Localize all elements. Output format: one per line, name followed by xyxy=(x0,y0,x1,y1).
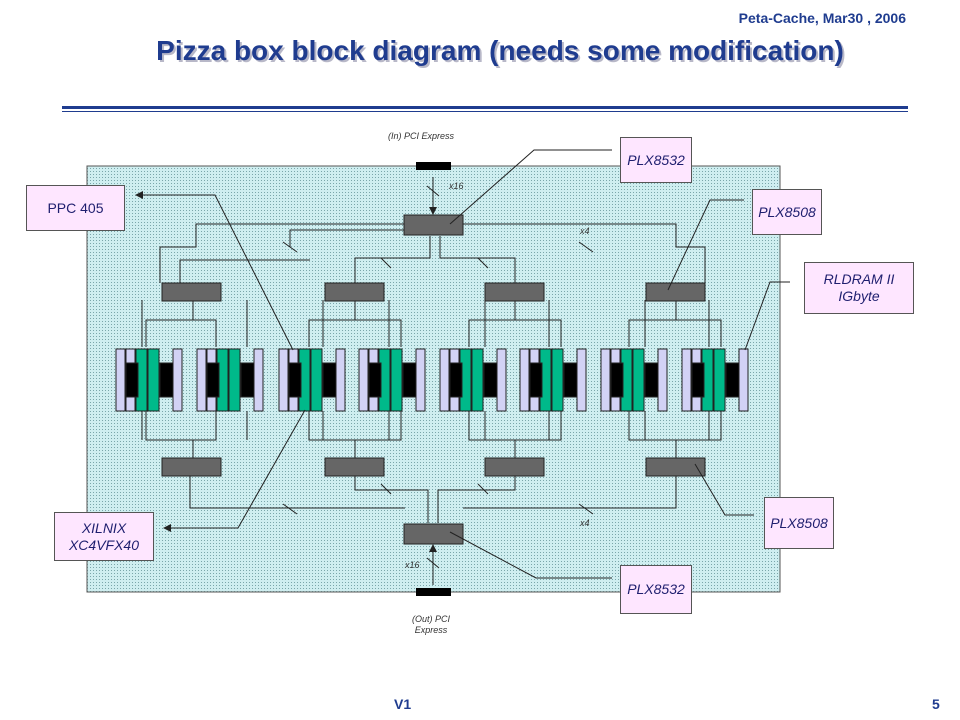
memory-stick xyxy=(115,348,126,412)
memory-stick xyxy=(278,348,289,412)
page-number: 5 xyxy=(932,696,940,712)
fpga-chip xyxy=(713,348,726,412)
switch-top-2 xyxy=(324,282,385,302)
memory-stick xyxy=(576,348,587,412)
ppc-405-box: PPC 405 xyxy=(26,185,125,231)
memory-chip xyxy=(206,362,220,398)
memory-chip xyxy=(449,362,463,398)
memory-chip xyxy=(288,362,302,398)
rldram-box: RLDRAM II IGbyte xyxy=(804,262,914,314)
memory-chip xyxy=(691,362,705,398)
memory-chip xyxy=(483,362,498,398)
fpga-chip xyxy=(310,348,323,412)
memory-stick xyxy=(415,348,426,412)
title-rule-thin xyxy=(62,111,908,112)
fpga-chip xyxy=(390,348,403,412)
x16-bottom-label: x16 xyxy=(405,560,420,570)
title-rule xyxy=(62,106,908,109)
memory-chip xyxy=(644,362,659,398)
center-switch-top xyxy=(403,214,464,236)
pci-in-label: (In) PCI Express xyxy=(388,131,455,141)
switch-top-3 xyxy=(484,282,545,302)
fpga-chip xyxy=(471,348,484,412)
memory-chip xyxy=(610,362,624,398)
bus-ticks xyxy=(282,185,594,569)
fpga-chip xyxy=(551,348,564,412)
memory-stick xyxy=(681,348,692,412)
plx8532-top-box: PLX8532 xyxy=(620,137,692,183)
plx8508-top-box: PLX8508 xyxy=(752,189,822,235)
x4-top-label: x4 xyxy=(580,226,590,236)
xilinx-box: XILNIX XC4VFX40 xyxy=(54,512,154,561)
memory-chip xyxy=(125,362,139,398)
memory-stick xyxy=(196,348,207,412)
switch-bottom-2 xyxy=(324,457,385,477)
memory-stick xyxy=(519,348,530,412)
version-label: V1 xyxy=(394,696,412,712)
plx8508-bottom-box: PLX8508 xyxy=(764,497,834,549)
page-title: Pizza box block diagram (needs some modi… xyxy=(156,35,844,66)
switch-top-4 xyxy=(645,282,706,302)
fpga-chip xyxy=(228,348,241,412)
memory-stick xyxy=(172,348,183,412)
memory-stick xyxy=(439,348,450,412)
memory-stick xyxy=(253,348,264,412)
memory-chip xyxy=(240,362,255,398)
switch-bottom-3 xyxy=(484,457,545,477)
pci-connectors xyxy=(416,162,451,596)
memory-chip xyxy=(322,362,337,398)
switch-bottom-4 xyxy=(645,457,706,477)
bus-lines xyxy=(141,177,722,585)
header-meta: Peta-Cache, Mar30 , 2006 xyxy=(738,10,906,26)
memory-chip xyxy=(529,362,543,398)
center-switch-bottom xyxy=(403,523,464,545)
x16-top-label: x16 xyxy=(449,181,464,191)
memory-chip xyxy=(159,362,174,398)
fpga-modules xyxy=(115,348,749,412)
x4-bottom-label: x4 xyxy=(580,518,590,528)
memory-chip xyxy=(725,362,740,398)
pci-out-label: (Out) PCI Express xyxy=(411,614,450,635)
memory-stick xyxy=(738,348,749,412)
memory-stick xyxy=(358,348,369,412)
memory-chip xyxy=(368,362,382,398)
memory-stick xyxy=(496,348,507,412)
memory-stick xyxy=(600,348,611,412)
memory-stick xyxy=(657,348,668,412)
fpga-chip xyxy=(147,348,160,412)
switch-chips xyxy=(161,214,706,545)
plx8532-bottom-box: PLX8532 xyxy=(620,565,692,614)
switch-bottom-1 xyxy=(161,457,222,477)
memory-chip xyxy=(402,362,417,398)
memory-stick xyxy=(335,348,346,412)
callout-lines xyxy=(135,149,790,579)
memory-chip xyxy=(563,362,578,398)
switch-top-1 xyxy=(161,282,222,302)
fpga-chip xyxy=(632,348,645,412)
